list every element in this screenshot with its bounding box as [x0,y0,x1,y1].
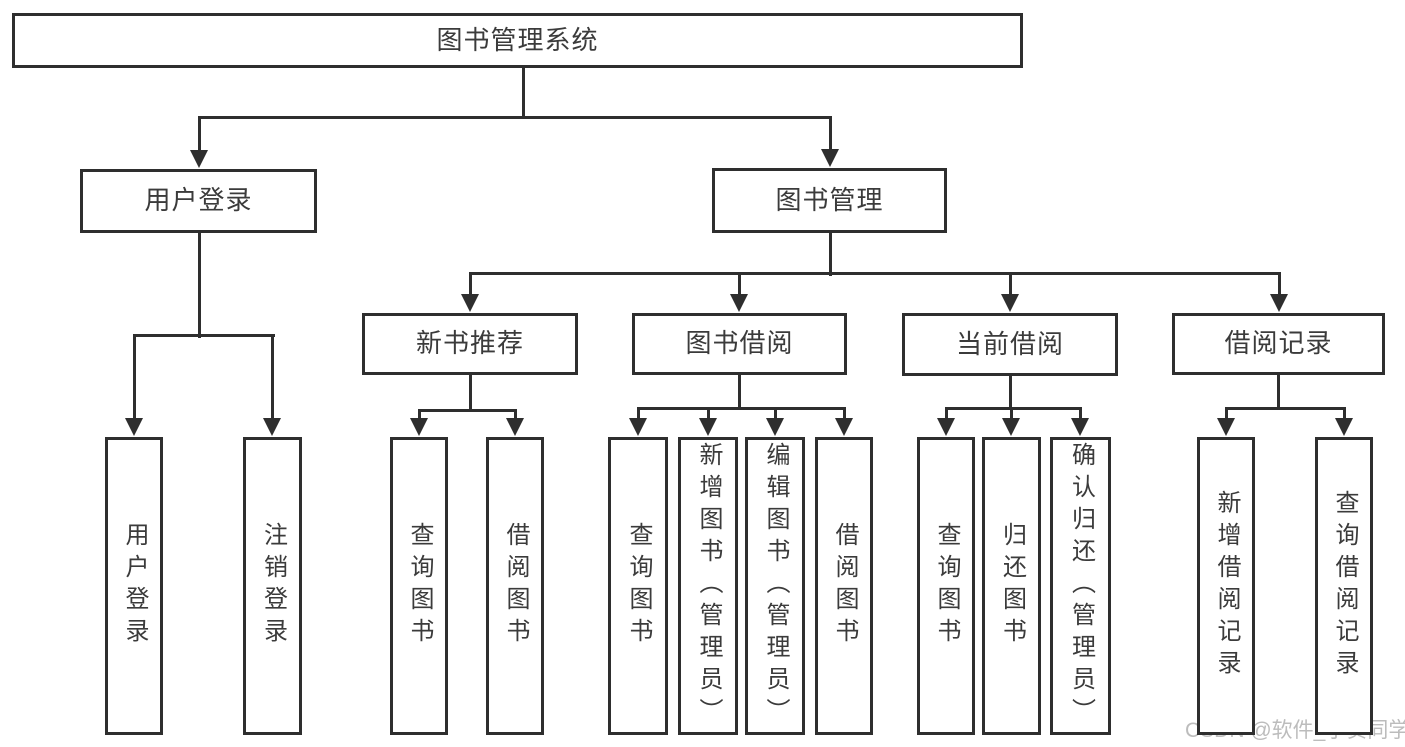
node-logout: 注销登录 [243,437,302,735]
node-book-borrowing: 图书借阅 [632,313,847,375]
node-records-query-record: 查询借阅记录 [1315,437,1373,735]
node-label: 借阅图书 [831,522,858,650]
arrow-down-icon [190,150,208,168]
node-label: 编辑图书（管理员） [762,442,789,730]
arrow-down-icon [766,418,784,436]
connector-line [1225,407,1346,410]
arrow-down-icon [461,294,479,312]
arrow-down-icon [263,418,281,436]
node-current-borrowing: 当前借阅 [902,313,1118,376]
arrow-down-icon [506,418,524,436]
arrow-shaft [707,408,710,420]
node-label: 图书管理系统 [436,24,599,55]
node-label: 用户登录 [121,522,148,650]
arrow-down-icon [1071,418,1089,436]
arrow-shaft [1225,408,1228,420]
node-book-management: 图书管理 [712,168,947,233]
arrow-shaft [271,335,274,420]
arrow-down-icon [1002,418,1020,436]
node-new-book-recommend: 新书推荐 [362,313,578,375]
arrow-shaft [738,273,741,296]
node-label: 注销登录 [259,522,287,650]
node-label: 查询图书 [406,522,433,650]
connector-line [522,68,525,118]
node-label: 新增图书（管理员） [695,442,722,730]
arrow-shaft [418,410,421,420]
arrow-shaft [1009,273,1012,296]
arrow-down-icon [1270,294,1288,312]
node-current-return-books: 归还图书 [982,437,1041,735]
node-current-query-books: 查询图书 [917,437,975,735]
connector-line [637,407,846,410]
node-borrowing-query-books: 查询图书 [608,437,668,735]
arrow-shaft [1343,408,1346,420]
arrow-down-icon [1001,294,1019,312]
arrow-down-icon [730,294,748,312]
node-label: 用户登录 [144,185,253,216]
node-current-confirm-return: 确认归还（管理员） [1050,437,1111,735]
node-label: 当前借阅 [955,328,1064,359]
arrow-shaft [198,117,201,152]
connector-line [418,409,517,412]
arrow-down-icon [125,418,143,436]
connector-line [1277,375,1280,410]
connector-line [198,233,201,338]
arrow-shaft [469,273,472,296]
arrow-shaft [1010,408,1013,420]
arrow-down-icon [937,418,955,436]
node-borrowing-edit-books: 编辑图书（管理员） [745,437,805,735]
arrow-down-icon [1217,418,1235,436]
node-label: 借阅记录 [1224,328,1333,359]
arrow-shaft [1278,273,1281,296]
arrow-shaft [637,408,640,420]
node-label: 查询借阅记录 [1331,490,1358,682]
node-login: 用户登录 [105,437,163,735]
arrow-shaft [843,408,846,420]
node-borrowing-borrow-books: 借阅图书 [815,437,873,735]
arrow-down-icon [699,418,717,436]
node-root: 图书管理系统 [12,13,1023,68]
arrow-shaft [133,335,136,420]
node-borrowing-records: 借阅记录 [1172,313,1385,375]
connector-line [198,116,832,119]
node-records-add-record: 新增借阅记录 [1197,437,1255,735]
arrow-shaft [514,410,517,420]
node-label: 借阅图书 [502,522,529,650]
connector-line [829,233,832,276]
connector-line [469,375,472,412]
arrow-down-icon [629,418,647,436]
node-recommend-query-books: 查询图书 [390,437,448,735]
node-user-login: 用户登录 [80,169,317,233]
arrow-shaft [829,117,832,151]
arrow-down-icon [1335,418,1353,436]
node-recommend-borrow-books: 借阅图书 [486,437,544,735]
node-label: 查询图书 [625,522,652,650]
arrow-shaft [945,408,948,420]
node-label: 查询图书 [933,522,960,650]
node-label: 新增借阅记录 [1213,490,1240,682]
arrow-down-icon [835,418,853,436]
node-label: 新书推荐 [415,328,524,359]
connector-line [133,334,275,337]
connector-line [1009,376,1012,410]
arrow-down-icon [410,418,428,436]
node-label: 归还图书 [998,522,1026,650]
node-borrowing-add-books: 新增图书（管理员） [678,437,738,735]
arrow-shaft [774,408,777,420]
node-label: 图书借阅 [685,328,794,359]
node-label: 确认归还（管理员） [1067,442,1095,730]
arrow-shaft [1079,408,1082,420]
connector-line [469,272,1281,275]
connector-line [738,375,741,410]
arrow-down-icon [821,149,839,167]
connector-line [945,407,1082,410]
node-label: 图书管理 [775,184,884,215]
